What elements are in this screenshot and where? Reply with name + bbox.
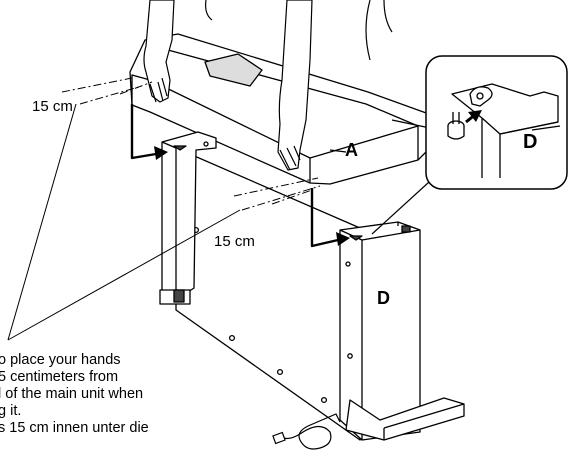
leader-lines bbox=[7, 103, 241, 341]
measurement-lines bbox=[61, 77, 321, 211]
note-line: 5 centimeters from bbox=[0, 369, 119, 385]
arrow-heads bbox=[154, 146, 350, 246]
part-label-d: D bbox=[377, 288, 390, 308]
note-line: o place your hands bbox=[0, 352, 121, 368]
note-line: s 15 cm innen unter die bbox=[0, 420, 149, 436]
dimension-label-top: 15 cm bbox=[32, 98, 73, 115]
part-label-a: A bbox=[345, 140, 358, 160]
note-line: l of the main unit when bbox=[0, 386, 144, 402]
side-panel-left bbox=[159, 131, 217, 305]
part-label-d-inset: D bbox=[523, 131, 538, 153]
detail-inset bbox=[425, 55, 568, 190]
dimension-label-middle: 15 cm bbox=[214, 233, 255, 250]
back-board bbox=[175, 147, 361, 441]
power-cord bbox=[272, 413, 341, 450]
instruction-note: o place your hands 5 centimeters from l … bbox=[0, 352, 149, 437]
side-panel-d bbox=[339, 221, 465, 441]
insertion-arrows bbox=[130, 104, 339, 248]
note-line: g it. bbox=[0, 403, 22, 419]
hands bbox=[143, 0, 393, 171]
